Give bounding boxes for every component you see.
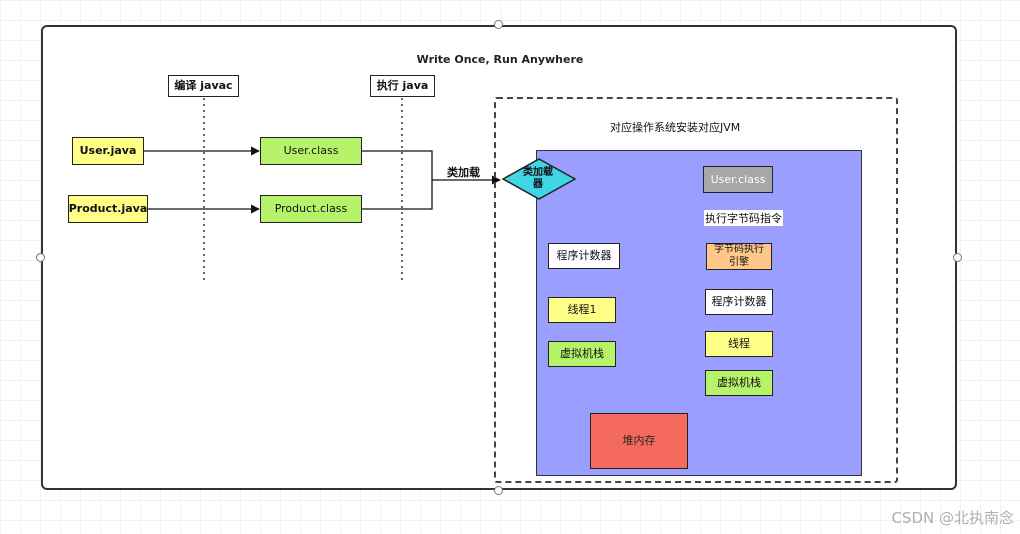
right-vm-stack: 虚拟机栈 (705, 370, 773, 396)
right-program-counter: 程序计数器 (705, 289, 773, 315)
watermark: CSDN @北执南念 (891, 509, 1014, 527)
jvm-user-class: User.class (703, 166, 773, 193)
class-user: User.class (260, 137, 362, 165)
diagram-title: Write Once, Run Anywhere (416, 53, 584, 66)
resize-handle-right[interactable] (953, 253, 962, 262)
heap-memory: 堆内存 (590, 413, 688, 469)
class-product: Product.class (260, 195, 362, 223)
left-thread: 线程1 (548, 297, 616, 323)
execute-stage-label: 执行 java (370, 75, 435, 97)
class-loader-label: 类加载器 (523, 166, 553, 191)
class-loading-label: 类加载 (447, 166, 480, 179)
load-connector (362, 150, 433, 210)
source-user-java: User.java (72, 137, 144, 165)
exec-instruction-label: 执行字节码指令 (704, 210, 783, 226)
bytecode-engine: 字节码执行引擎 (706, 243, 772, 270)
resize-handle-bottom[interactable] (494, 486, 503, 495)
left-vm-stack: 虚拟机栈 (548, 341, 616, 367)
left-program-counter: 程序计数器 (548, 243, 620, 269)
right-thread: 线程 (705, 331, 773, 357)
jvm-region (494, 97, 898, 483)
source-product-java: Product.java (68, 195, 148, 223)
resize-handle-top[interactable] (494, 20, 503, 29)
jvm-region-title: 对应操作系统安装对应JVM (610, 121, 741, 134)
compile-stage-label: 编译 javac (168, 75, 239, 97)
class-loader-diamond (502, 158, 576, 200)
resize-handle-left[interactable] (36, 253, 45, 262)
